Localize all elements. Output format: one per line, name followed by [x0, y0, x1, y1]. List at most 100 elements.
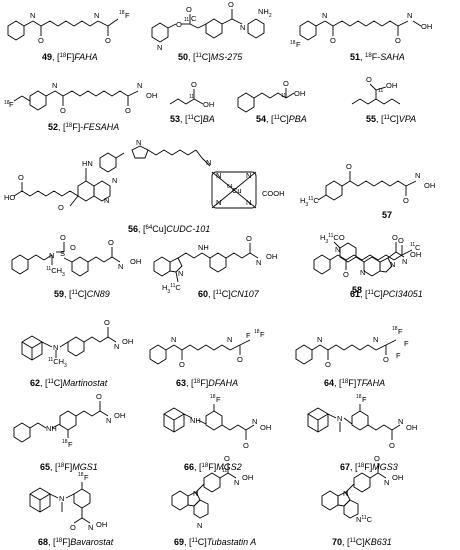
atom-n: N [343, 489, 348, 498]
label-68: 68, [18F]Bavarostat [38, 537, 114, 547]
atom-o: O [389, 441, 395, 450]
atom-o: O [104, 318, 110, 327]
atom-o: O [70, 523, 76, 532]
structure-53 [169, 89, 204, 105]
atom-n: N [256, 258, 261, 267]
atom-isotope: 18 [392, 326, 398, 332]
atom-o: O [383, 355, 389, 364]
label-64: 64, [18F]TFAHA [324, 378, 385, 388]
atom-o: O [392, 233, 398, 242]
atom-n: N [104, 196, 109, 205]
atom-h3c-o: H311C [300, 196, 319, 208]
atom-oh: OH [114, 411, 125, 420]
atom-n: N [206, 158, 211, 167]
atom-o: O [125, 106, 131, 115]
atom-o: O [60, 106, 66, 115]
atom-n: N [360, 268, 365, 277]
atom-isotope: 18 [62, 439, 68, 445]
atom-h3c: H311C [162, 283, 181, 295]
structure-57 [317, 171, 417, 201]
atom-f: F [404, 339, 409, 348]
atom-oh: OH [386, 81, 397, 90]
structure-56 [13, 145, 257, 209]
atom-o: O [18, 173, 24, 182]
atom-n: N [337, 414, 342, 423]
atom-n: N [136, 138, 141, 147]
atom-n: N [415, 171, 420, 180]
structure-54 [237, 88, 295, 113]
atom-n: N [246, 198, 251, 207]
label-60: 60, [11C]CN107 [198, 289, 260, 299]
atom-n: N [252, 417, 257, 426]
atom-o: O [96, 392, 102, 401]
label-52: 52, [18F]-FESAHA [48, 122, 119, 132]
atom-nh2: NH2 [258, 7, 272, 19]
atom-n: N [216, 171, 221, 180]
atom-hn: NH [190, 416, 201, 425]
atom-h3c-o: H311CO [320, 233, 345, 245]
atom-isotope: 18 [254, 329, 260, 335]
structure-58 [313, 245, 413, 275]
atom-n: N [216, 198, 221, 207]
atom-n: N [59, 494, 64, 503]
atom-oh: OH [146, 91, 157, 100]
label-55: 55, [11C]VPA [366, 114, 416, 124]
atom-n: N [240, 23, 245, 32]
atom-o: O [366, 75, 372, 84]
atom-f: F [246, 331, 251, 340]
atom-n: N [157, 43, 162, 52]
atom-hn: HN [82, 159, 93, 168]
atom-n: N [373, 335, 378, 344]
atom-n: N [402, 257, 407, 266]
structure-70 [321, 463, 387, 519]
atom-n: N [227, 335, 232, 344]
atom-oh: OH [406, 423, 417, 432]
atom-f: F [68, 440, 73, 449]
label-51: 51, 18F-SAHA [350, 52, 405, 62]
atom-f: F [216, 395, 221, 404]
atom-o: O [191, 80, 197, 89]
atom-isotope: 64 [227, 184, 233, 190]
atom-o: O [246, 234, 252, 243]
atom-n: N [137, 81, 142, 90]
atom-oh: OH [410, 250, 421, 259]
atom-n: N [88, 523, 93, 532]
label-54: 54, [11C]PBA [256, 114, 307, 124]
structure-62 [21, 327, 117, 361]
structure-52 [13, 90, 139, 111]
atom-n: N [234, 478, 239, 487]
atom-o: O [224, 454, 230, 463]
label-62: 62, [11C]Martinostat [30, 378, 108, 388]
label-58: 58 [352, 285, 362, 295]
atom-f: F [362, 395, 367, 404]
structure-67 [307, 404, 401, 440]
label-49: 49, [18F]FAHA [42, 52, 98, 62]
atom-o: O [186, 5, 192, 14]
atom-isotope: 18 [78, 472, 84, 478]
atom-c: C [191, 14, 197, 23]
atom-isotope: 11 [410, 242, 415, 248]
atom-o: O [243, 441, 249, 450]
atom-oh: OH [242, 473, 253, 482]
atom-f: F [125, 11, 130, 20]
label-61: 61, [11C]PCI34051 [350, 289, 423, 299]
structure-55 [351, 83, 401, 105]
atom-o: O [374, 454, 380, 463]
atom-isotope: 11 [281, 93, 286, 99]
atom-s: S [60, 249, 65, 258]
atom-oh: OH [392, 473, 403, 482]
atom-n: N [118, 262, 123, 271]
atom-o: O [58, 203, 64, 212]
atom-o: O [179, 360, 185, 369]
label-65: 65, [18F]MGS1 [40, 462, 98, 472]
atom-n: N [114, 342, 119, 351]
atom-isotope: 11 [189, 94, 194, 100]
atom-o: O [60, 233, 66, 242]
atom-oh: OH [122, 337, 133, 346]
label-69: 69, [11C]Tubastatin A [174, 537, 256, 547]
atom-n: N [384, 478, 389, 487]
compound-number: 49 [42, 52, 52, 62]
structure-69 [171, 463, 237, 519]
atom-n: N [197, 521, 202, 530]
atom-cooh: COOH [262, 189, 285, 198]
